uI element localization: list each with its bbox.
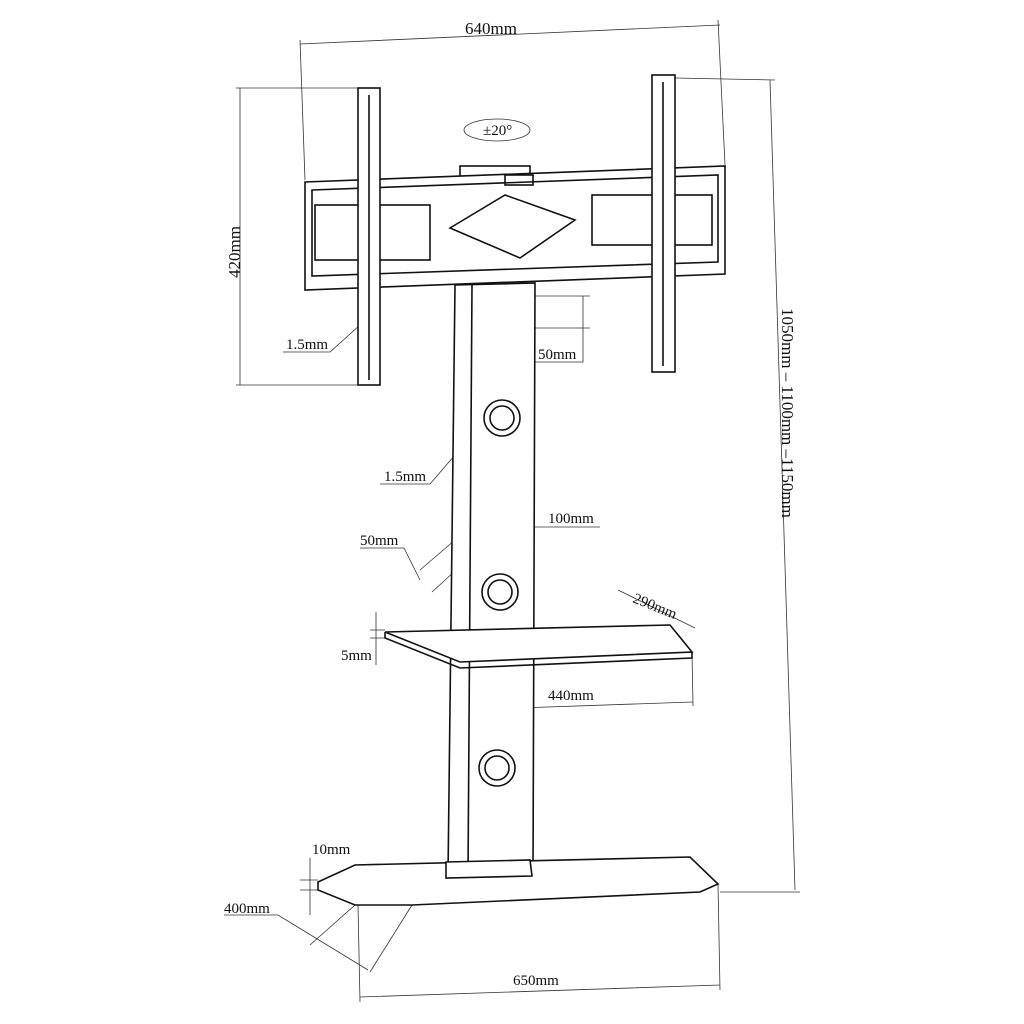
label-hole-spacing: 50mm xyxy=(538,347,577,363)
left-rail xyxy=(357,87,381,386)
glass-shelf xyxy=(384,624,694,669)
label-shelf-depth: 290mm xyxy=(631,591,680,623)
cable-hole xyxy=(487,579,513,605)
label-total-height: 1050mm – 1100mm –1150mm xyxy=(778,308,797,518)
label-rail-thickness: 1.5mm xyxy=(286,337,328,353)
label-mount-height: 420mm xyxy=(225,226,244,278)
label-shelf-width: 440mm xyxy=(548,688,594,704)
label-column-width: 100mm xyxy=(548,511,594,527)
cable-hole xyxy=(489,405,515,431)
dimension-lines xyxy=(224,19,800,1003)
cable-holes xyxy=(478,399,521,787)
dimension-labels: 640mm ±20° 420mm 1.5mm 50mm 1.5mm 100mm 50mm 290… xyxy=(224,19,797,989)
base xyxy=(317,856,720,906)
label-base-width: 650mm xyxy=(513,973,559,989)
mounting-plate xyxy=(304,118,726,291)
cable-hole xyxy=(484,755,510,781)
label-column-depth: 50mm xyxy=(360,533,399,549)
label-column-thickness: 1.5mm xyxy=(384,469,426,485)
label-mount-width: 640mm xyxy=(465,19,517,38)
right-rail xyxy=(651,74,676,373)
label-base-depth: 400mm xyxy=(224,901,270,917)
label-base-thickness: 10mm xyxy=(312,842,351,858)
label-shelf-thickness: 5mm xyxy=(341,648,372,664)
column xyxy=(447,282,536,876)
label-tilt: ±20° xyxy=(483,123,512,139)
